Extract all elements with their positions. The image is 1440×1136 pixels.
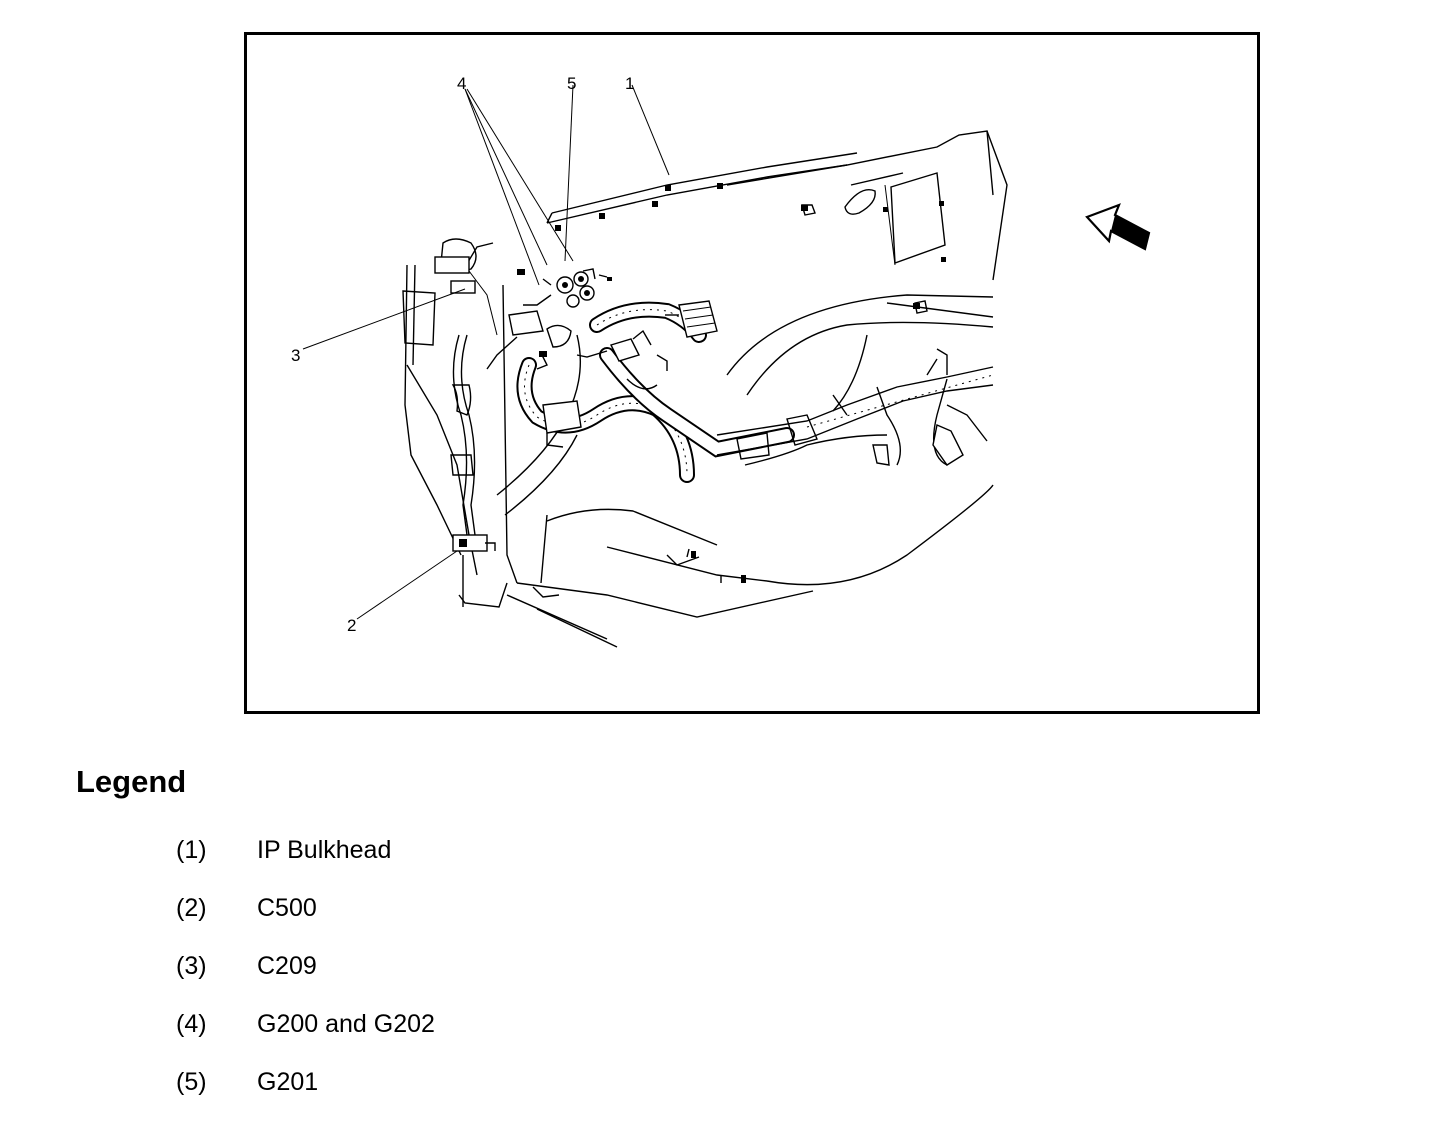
legend-item-number: (3) — [176, 952, 207, 980]
callout-1: 1 — [625, 74, 634, 93]
legend-item-number: (1) — [176, 836, 207, 864]
bulkhead-studs — [555, 183, 920, 309]
wiring-harness-illustration: 1 2 3 4 5 — [291, 74, 1151, 648]
legend-item-label: C500 — [257, 894, 317, 922]
callout-3: 3 — [291, 346, 300, 365]
legend-item-label: G201 — [257, 1068, 319, 1096]
firewall-oval-cutout — [844, 189, 876, 215]
callout-5: 5 — [567, 74, 576, 93]
view-direction-arrow — [1085, 203, 1151, 251]
legend-item-number: (5) — [176, 1068, 207, 1096]
kick-panel-pad — [402, 290, 436, 346]
callout-leaders — [302, 84, 670, 620]
legend-title: Legend — [76, 764, 187, 799]
main-wiring-harness — [516, 301, 994, 483]
legend-item-label: G200 and G202 — [257, 1010, 435, 1038]
legend-item-number: (4) — [176, 1010, 207, 1038]
legend-item-number: (2) — [176, 894, 207, 922]
legend-item-label: IP Bulkhead — [257, 836, 392, 864]
callout-2: 2 — [347, 616, 356, 635]
callout-4: 4 — [457, 74, 466, 93]
access-cover-plate — [890, 172, 946, 264]
callout-numbers: 1 2 3 4 5 — [291, 74, 634, 635]
c500-connector — [452, 534, 496, 552]
junction-block — [665, 300, 718, 338]
diagram-frame: 1 2 3 4 5 — [244, 32, 1260, 714]
ground-stud-cluster — [517, 268, 612, 308]
legend-item-label: C209 — [257, 952, 317, 980]
c209-connector — [434, 238, 498, 336]
